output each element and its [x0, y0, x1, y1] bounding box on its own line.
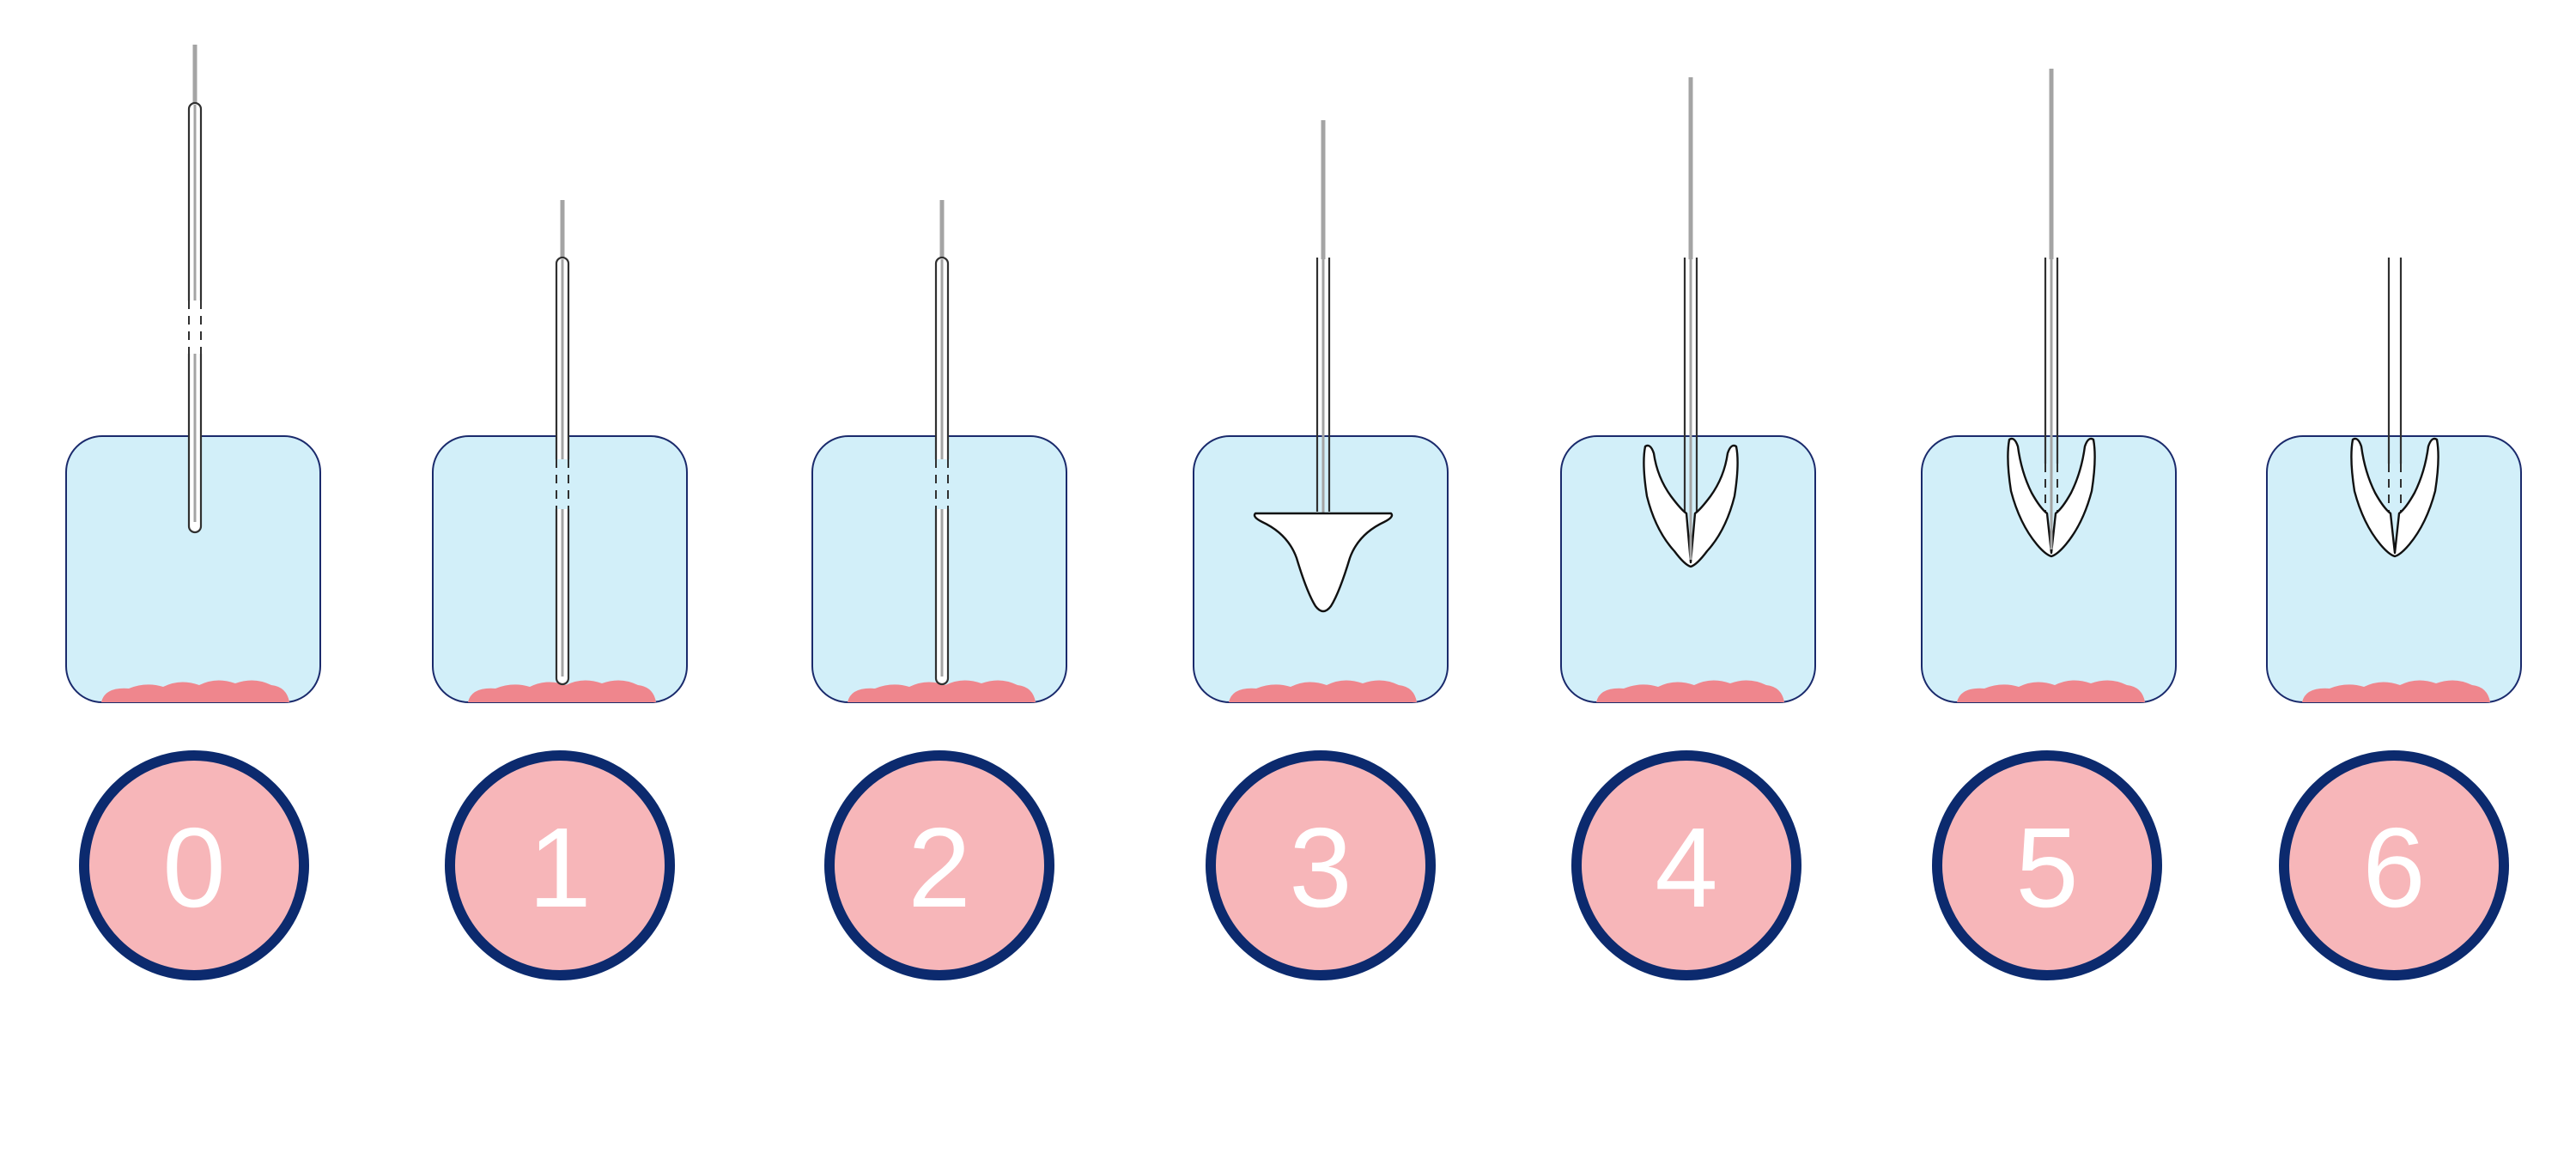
- step-6-number: 6: [2362, 804, 2425, 931]
- step-6-panel: [2266, 258, 2522, 703]
- tissue-layer: [1957, 680, 2145, 702]
- umbrella-released: [2350, 437, 2439, 558]
- step-1-badge: 1: [445, 750, 675, 980]
- step-1-panel: [432, 200, 688, 703]
- vessel: [2266, 435, 2522, 703]
- vessel: [1921, 435, 2177, 703]
- step-5-panel: [1921, 69, 2177, 703]
- step-3-panel: [1193, 120, 1449, 703]
- step-0-number: 0: [162, 804, 225, 931]
- step-5-number: 5: [2015, 804, 2078, 931]
- umbrella-folded: [1643, 444, 1739, 568]
- step-5-badge: 5: [1932, 750, 2162, 980]
- tissue-layer: [2302, 680, 2490, 702]
- tissue-layer: [848, 680, 1036, 702]
- step-6-badge: 6: [2279, 750, 2509, 980]
- step-1-number: 1: [528, 804, 591, 931]
- step-2-number: 2: [908, 804, 970, 931]
- sheath-gap: [933, 459, 951, 509]
- step-4-badge: 4: [1571, 750, 1801, 980]
- tissue-layer: [1229, 680, 1417, 702]
- step-0-panel: [65, 45, 321, 703]
- vessel: [1560, 435, 1816, 703]
- step-3-number: 3: [1289, 804, 1352, 931]
- sheath-gap: [553, 459, 572, 509]
- umbrella-deployed: [1253, 512, 1394, 613]
- step-0-badge: 0: [79, 750, 309, 980]
- sheath-gap: [185, 300, 204, 354]
- tissue-layer: [101, 680, 289, 702]
- step-2-panel: [811, 200, 1067, 703]
- tissue-layer: [468, 680, 656, 702]
- step-4-panel: [1560, 77, 1816, 703]
- umbrella-raised: [2007, 437, 2096, 558]
- tissue-layer: [1596, 680, 1784, 702]
- step-4-number: 4: [1655, 804, 1717, 931]
- step-badges: 0 1 2 3 4 5 6: [79, 750, 2509, 980]
- step-2-badge: 2: [824, 750, 1054, 980]
- step-3-badge: 3: [1206, 750, 1436, 980]
